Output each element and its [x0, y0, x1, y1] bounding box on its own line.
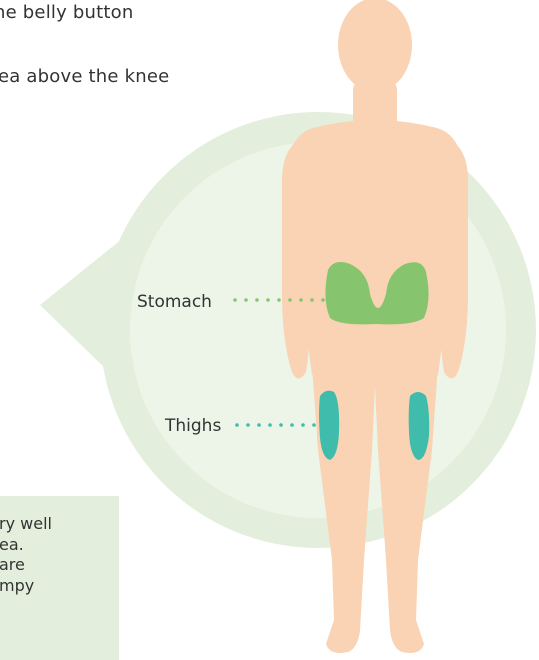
- stomach-leader-dots: [233, 298, 325, 302]
- label-stomach: Stomach: [137, 292, 212, 312]
- label-thighs: Thighs: [165, 416, 221, 436]
- head: [338, 0, 412, 92]
- note-line-3: are: [0, 555, 25, 575]
- torso: [288, 120, 462, 375]
- note-line-4: mpy: [0, 576, 34, 596]
- right-thigh-zone: [409, 392, 430, 460]
- thighs-leader-dots: [235, 423, 327, 427]
- note-line-1: ry well: [0, 514, 52, 534]
- body-silhouette: [282, 0, 468, 653]
- note-line-2: ea.: [0, 535, 24, 555]
- note-box: ry well ea. are mpy: [0, 496, 119, 660]
